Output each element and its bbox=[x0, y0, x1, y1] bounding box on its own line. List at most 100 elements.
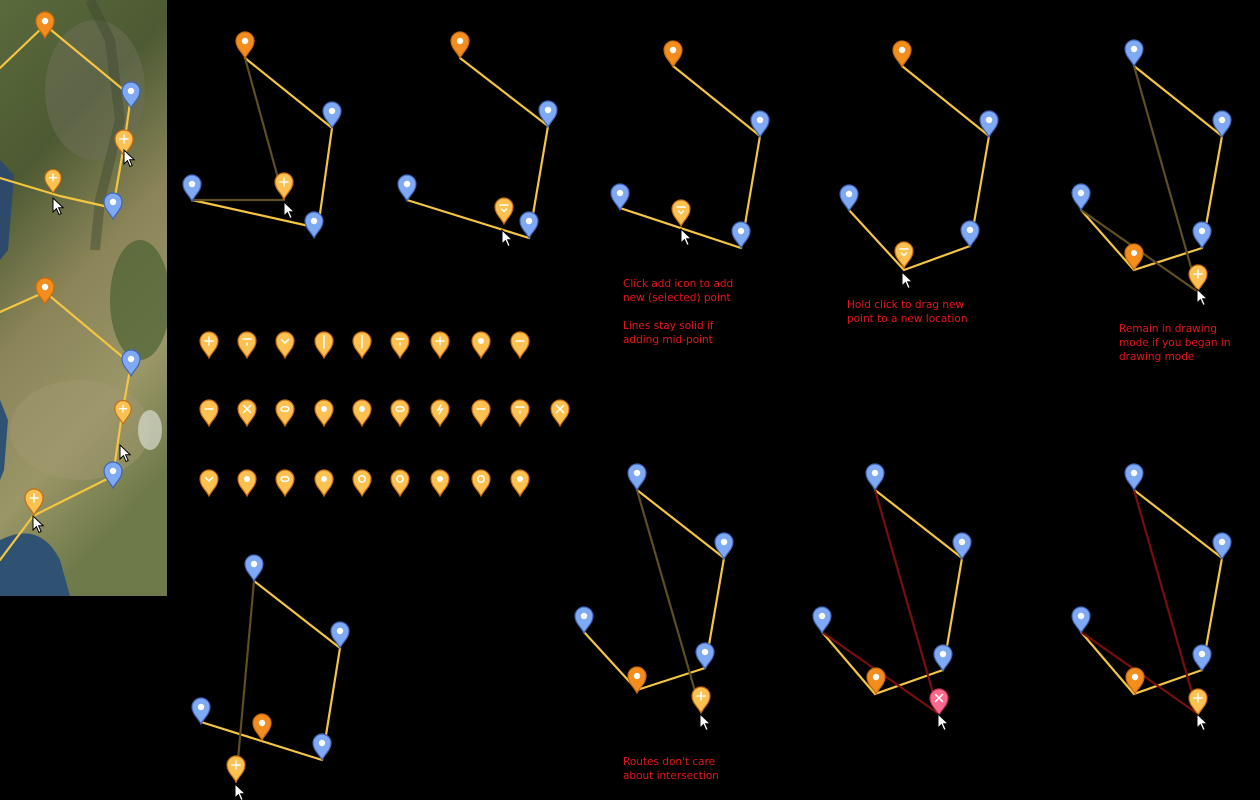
map-pin-icon[interactable] bbox=[812, 606, 832, 635]
icon-variant-pin-icon[interactable] bbox=[430, 469, 450, 498]
map-pin-icon[interactable] bbox=[330, 621, 350, 650]
icon-variant-pin-icon[interactable] bbox=[314, 399, 334, 428]
map-pin-icon[interactable] bbox=[839, 184, 859, 213]
icon-variant-pin-icon[interactable] bbox=[352, 399, 372, 428]
route-segment[interactable] bbox=[1132, 668, 1204, 696]
route-segment[interactable] bbox=[847, 208, 906, 272]
map-pin-icon[interactable] bbox=[304, 211, 324, 240]
map-pin-icon[interactable] bbox=[235, 31, 255, 60]
route-segment[interactable] bbox=[252, 579, 342, 650]
icon-variant-pin-icon[interactable] bbox=[550, 399, 570, 428]
route-segment[interactable] bbox=[635, 488, 703, 714]
route-segment[interactable] bbox=[199, 720, 324, 762]
icon-variant-pin-icon[interactable] bbox=[237, 331, 257, 360]
map-pin-icon[interactable] bbox=[35, 277, 55, 306]
icon-variant-pin-icon[interactable] bbox=[275, 469, 295, 498]
add-point-pin-icon[interactable] bbox=[691, 686, 711, 715]
drag-point-pin-icon[interactable] bbox=[671, 199, 691, 228]
drag-point-pin-icon[interactable] bbox=[894, 241, 914, 270]
icon-variant-pin-icon[interactable] bbox=[237, 399, 257, 428]
map-pin-icon[interactable] bbox=[574, 606, 594, 635]
map-pin-icon[interactable] bbox=[1124, 39, 1144, 68]
map-pin-icon[interactable] bbox=[627, 463, 647, 492]
map-pin-icon[interactable] bbox=[312, 733, 332, 762]
route-segment[interactable] bbox=[671, 64, 762, 138]
add-point-pin-icon[interactable] bbox=[44, 169, 62, 195]
icon-variant-pin-icon[interactable] bbox=[390, 469, 410, 498]
route-segment[interactable] bbox=[635, 666, 707, 692]
icon-variant-pin-icon[interactable] bbox=[314, 469, 334, 498]
map-pin-icon[interactable] bbox=[750, 110, 770, 139]
route-segment[interactable] bbox=[873, 488, 941, 716]
route-segment[interactable] bbox=[0, 23, 47, 70]
route-segment[interactable] bbox=[0, 290, 47, 314]
map-pin-icon[interactable] bbox=[450, 31, 470, 60]
route-segment[interactable] bbox=[43, 23, 133, 98]
map-pin-icon[interactable] bbox=[519, 211, 539, 240]
selected-point-pin-icon[interactable] bbox=[1124, 243, 1144, 272]
map-pin-icon[interactable] bbox=[714, 532, 734, 561]
icon-variant-pin-icon[interactable] bbox=[199, 331, 219, 360]
route-segment[interactable] bbox=[820, 630, 877, 696]
route-segment[interactable] bbox=[635, 488, 726, 560]
icon-variant-pin-icon[interactable] bbox=[430, 399, 450, 428]
route-segment[interactable] bbox=[0, 514, 35, 562]
icon-variant-pin-icon[interactable] bbox=[510, 399, 530, 428]
route-segment[interactable] bbox=[873, 488, 964, 560]
map-pin-icon[interactable] bbox=[322, 101, 342, 130]
add-point-pin-icon[interactable] bbox=[114, 400, 132, 426]
map-pin-icon[interactable] bbox=[538, 100, 558, 129]
map-pin-icon[interactable] bbox=[1124, 463, 1144, 492]
map-pin-icon[interactable] bbox=[397, 174, 417, 203]
map-pin-icon[interactable] bbox=[610, 183, 630, 212]
route-segment[interactable] bbox=[1132, 64, 1200, 294]
delete-point-pin-icon[interactable] bbox=[929, 688, 949, 717]
map-pin-icon[interactable] bbox=[892, 40, 912, 69]
map-pin-icon[interactable] bbox=[866, 667, 886, 696]
map-pin-icon[interactable] bbox=[103, 461, 123, 490]
route-segment[interactable] bbox=[1132, 488, 1224, 560]
route-segment[interactable] bbox=[190, 198, 320, 230]
route-segment[interactable] bbox=[43, 290, 133, 366]
map-pin-icon[interactable] bbox=[1071, 183, 1091, 212]
map-pin-icon[interactable] bbox=[244, 554, 264, 583]
map-pin-icon[interactable] bbox=[1192, 644, 1212, 673]
route-segment[interactable] bbox=[902, 244, 972, 272]
add-point-pin-icon[interactable] bbox=[226, 755, 246, 784]
add-point-pin-icon[interactable] bbox=[24, 488, 44, 517]
icon-variant-pin-icon[interactable] bbox=[352, 469, 372, 498]
icon-variant-pin-icon[interactable] bbox=[471, 469, 491, 498]
route-segment[interactable] bbox=[316, 126, 334, 230]
map-pin-icon[interactable] bbox=[35, 11, 55, 40]
drag-point-pin-icon[interactable] bbox=[494, 197, 514, 226]
add-point-pin-icon[interactable] bbox=[114, 129, 134, 158]
route-segment[interactable] bbox=[0, 176, 62, 198]
icon-variant-pin-icon[interactable] bbox=[390, 331, 410, 360]
map-pin-icon[interactable] bbox=[252, 713, 272, 742]
map-pin-icon[interactable] bbox=[191, 697, 211, 726]
icon-variant-pin-icon[interactable] bbox=[471, 399, 491, 428]
icon-variant-pin-icon[interactable] bbox=[199, 469, 219, 498]
map-pin-icon[interactable] bbox=[121, 349, 141, 378]
icon-variant-pin-icon[interactable] bbox=[199, 399, 219, 428]
route-segment[interactable] bbox=[1079, 630, 1136, 696]
route-segment[interactable] bbox=[1079, 208, 1136, 272]
route-segment[interactable] bbox=[31, 474, 115, 518]
icon-variant-pin-icon[interactable] bbox=[275, 399, 295, 428]
icon-variant-pin-icon[interactable] bbox=[275, 331, 295, 360]
map-pin-icon[interactable] bbox=[952, 532, 972, 561]
map-pin-icon[interactable] bbox=[182, 174, 202, 203]
map-pin-icon[interactable] bbox=[865, 463, 885, 492]
icon-variant-pin-icon[interactable] bbox=[352, 331, 372, 360]
route-segment[interactable] bbox=[243, 56, 334, 130]
map-pin-icon[interactable] bbox=[103, 192, 123, 221]
icon-variant-pin-icon[interactable] bbox=[314, 331, 334, 360]
add-point-pin-icon[interactable] bbox=[1188, 264, 1208, 293]
route-segment[interactable] bbox=[1132, 64, 1224, 138]
icon-variant-pin-icon[interactable] bbox=[237, 469, 257, 498]
icon-variant-pin-icon[interactable] bbox=[430, 331, 450, 360]
map-pin-icon[interactable] bbox=[695, 642, 715, 671]
route-segment[interactable] bbox=[58, 194, 115, 210]
add-point-pin-icon[interactable] bbox=[1188, 688, 1208, 717]
map-pin-icon[interactable] bbox=[121, 81, 141, 110]
